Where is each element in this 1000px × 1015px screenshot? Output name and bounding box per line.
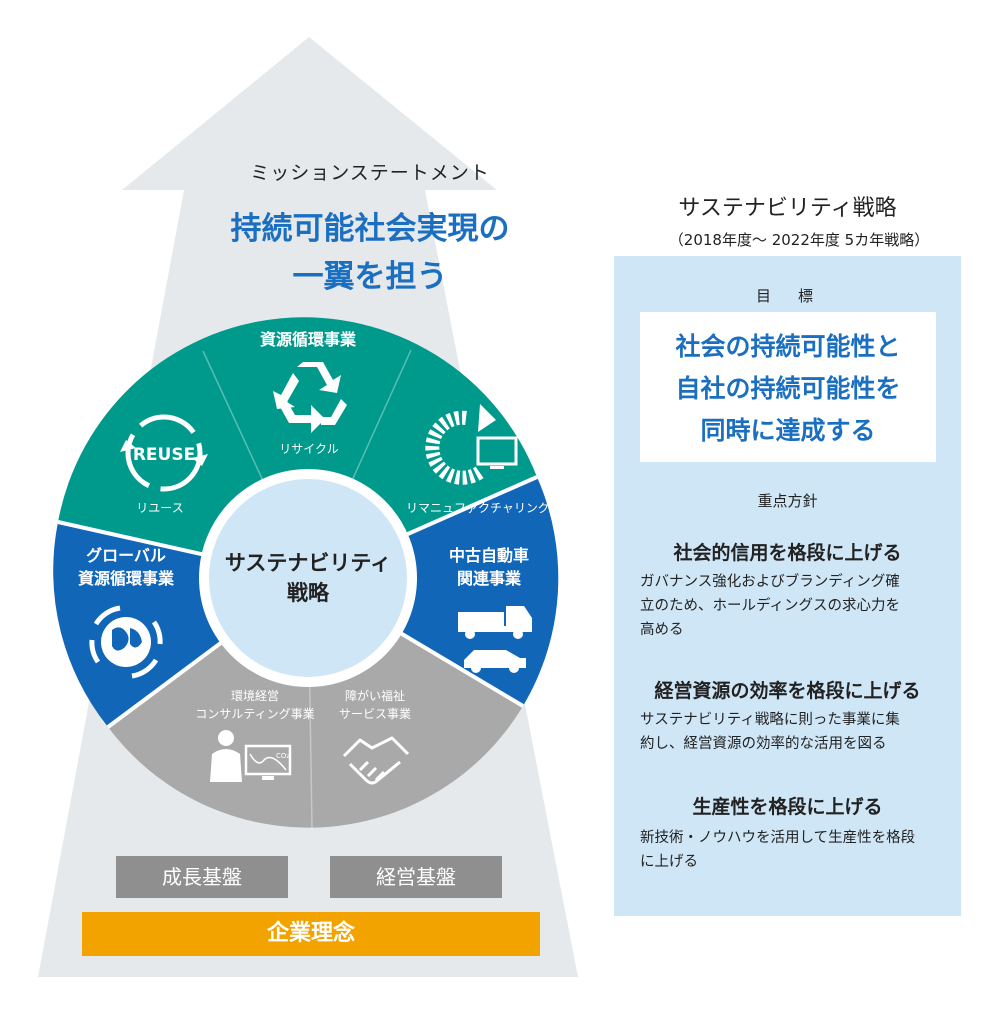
welfare-label-1: 障がい福祉 [345, 688, 405, 703]
policy-2-line-2: 約し、経営資源の効率的な活用を図る [640, 736, 887, 752]
co2-mark: CO₂ [276, 752, 289, 760]
goal-line-2: 自社の持続可能性を [675, 374, 901, 403]
segment-label-resource: 資源循環事業 [260, 330, 357, 349]
reuse-label: リユース [136, 501, 183, 515]
recycle-icon [273, 362, 347, 433]
goal-label: 目 標 [755, 287, 819, 305]
truck-car-icon [458, 606, 532, 673]
usedcar-label-1: 中古自動車 [449, 546, 529, 565]
consult-label-2: コンサルティング事業 [195, 707, 314, 721]
remanufacturing-icon [425, 404, 518, 485]
handshake-icon [342, 736, 410, 785]
center-line-1: サステナビリティ [225, 551, 391, 575]
policy-3-heading: 生産性を格段に上げる [692, 796, 883, 818]
policy-1-line-2: 立のため、ホールディングスの求心力を [640, 598, 900, 614]
consultant-icon: CO₂ [210, 730, 292, 782]
policy-2-body: サステナビリティ戦略に則った事業に集 約し、経営資源の効率的な活用を図る [640, 708, 945, 756]
policy-3-body: 新技術・ノウハウを活用して生産性を格段 に上げる [640, 826, 945, 874]
policy-label: 重点方針 [757, 492, 818, 510]
strategy-title: サステナビリティ戦略 [678, 196, 897, 221]
usedcar-label-2: 関連事業 [457, 569, 522, 588]
segment-resource-circulation [58, 317, 537, 578]
policy-1-heading: 社会的信用を格段に上げる [673, 542, 902, 564]
slogan-line-1: 持続可能社会実現の [230, 211, 510, 247]
mission-label: ミッションステートメント [250, 162, 490, 184]
reuse-icon: REUSE [120, 414, 208, 492]
policy-2-line-1: サステナビリティ戦略に則った事業に集 [640, 712, 900, 728]
policy-1-body: ガバナンス強化およびブランディング確 立のため、ホールディングスの求心力を 高め… [640, 570, 945, 642]
globe-icon [89, 605, 163, 679]
policy-2-heading: 経営資源の効率を格段に上げる [654, 680, 921, 702]
corporate-philosophy: 企業理念 [82, 912, 540, 956]
growth-base: 成長基盤 [116, 856, 288, 898]
welfare-label-2: サービス事業 [339, 707, 411, 721]
reuse-badge: REUSE [133, 445, 195, 465]
mission-slogan: 持続可能社会実現の 一翼を担う [100, 205, 640, 301]
goal-text: 社会の持続可能性と 自社の持続可能性を 同時に達成する [640, 326, 936, 452]
reman-label: リマニュファクチャリング [406, 501, 550, 515]
policy-1-line-1: ガバナンス強化およびブランディング確 [640, 574, 900, 590]
segment-used-car [308, 477, 559, 706]
goal-box [640, 312, 936, 462]
center-line-2: 戦略 [287, 581, 330, 605]
strategy-subtitle: （2018年度～ 2022年度 5カ年戦略） [668, 231, 930, 249]
management-base: 経営基盤 [330, 856, 502, 898]
policy-3-line-1: 新技術・ノウハウを活用して生産性を格段 [640, 830, 916, 846]
slogan-line-2: 一翼を担う [292, 259, 448, 295]
policy-3-line-2: に上げる [640, 854, 698, 870]
goal-line-3: 同時に達成する [700, 416, 876, 445]
consult-label-1: 環境経営 [231, 688, 279, 703]
recycle-label: リサイクル [279, 442, 338, 456]
global-label-1: グローバル [86, 546, 166, 565]
goal-line-1: 社会の持続可能性と [675, 332, 901, 361]
global-label-2: 資源循環事業 [78, 569, 175, 588]
policy-1-line-3: 高める [640, 622, 684, 638]
